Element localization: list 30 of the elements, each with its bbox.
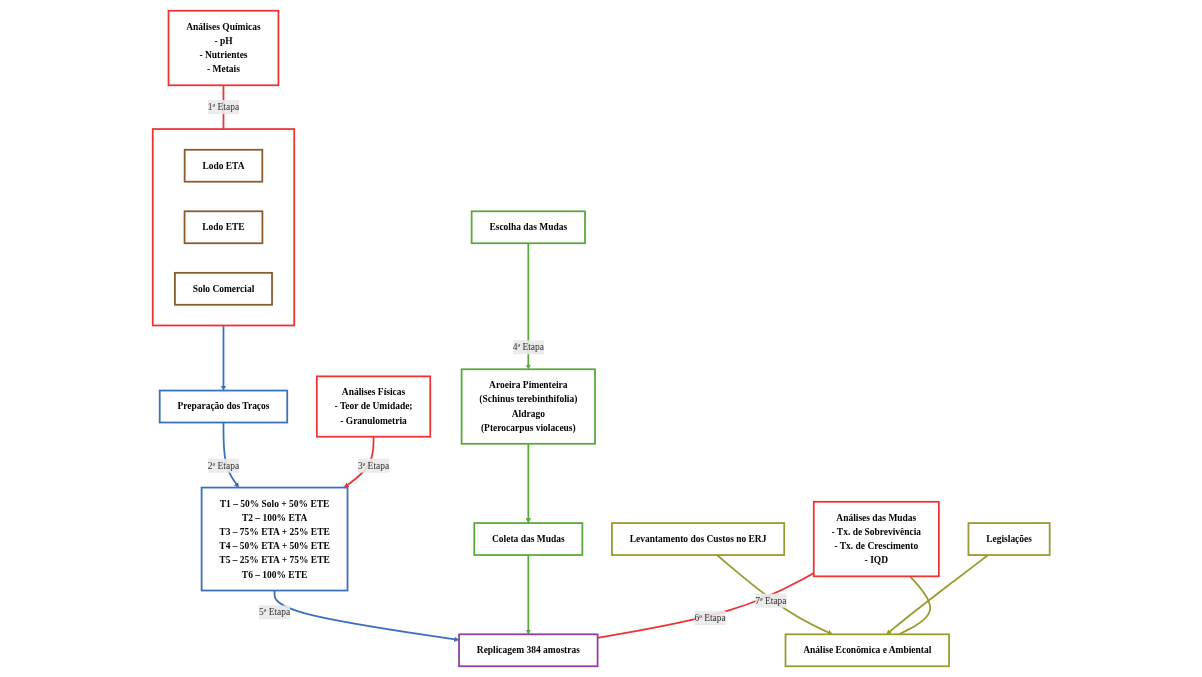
node-box: Solo Comercial [173,271,273,306]
node-box: T1 – 50% Solo + 50% ETE T2 – 100% ETA T3 – 75% ETA + 25% ETE T4 – 50% ETA + 50% ETE T5 – 25% ETA + 75% ETE T6 – 100% ETE [200,486,349,592]
node-box: Análises Físicas - Teor de Umidade; - Granulometria [315,375,431,438]
node-box: Análises Químicas - pH - Nutrientes - Metais [167,9,280,87]
node-box: Levantamento dos Custos no ERJ [610,522,785,556]
edge-label: 6ª Etapa [694,612,726,623]
cluster [151,128,295,327]
node-box: Escolha das Mudas [470,210,586,245]
edge-label: 1ª Etapa [207,101,239,112]
node-box: Aroeira Pimenteira (Schinus terebinthifolia) Aldrago (Pterocarpus violaceus) [460,368,596,445]
edge-label: 3ª Etapa [357,460,389,471]
edge-label: 7ª Etapa [755,595,787,606]
arrow [220,324,226,391]
node-box: Coleta das Mudas [473,522,584,556]
node-box: Lodo ETE [183,210,264,245]
node-box: Preparação dos Traços [158,389,288,424]
node-box: Análises das Mudas - Tx. de Sobrevivência - Tx. de Crescimento - IQD [812,500,940,578]
edge-label: 2ª Etapa [207,460,239,471]
arrow [525,242,531,370]
node-box: Legislações [967,522,1051,556]
arrow [525,554,531,635]
arrow [886,554,989,635]
arrow [715,554,833,635]
node-box: Análise Econômica e Ambiental [784,633,950,668]
edge-label: 4ª Etapa [512,342,544,353]
edge-label: 5ª Etapa [258,607,290,618]
node-box: Lodo ETA [183,148,263,183]
connector [898,575,931,636]
node-box: Replicagem 384 amostras [457,633,599,668]
arrow [525,442,531,524]
